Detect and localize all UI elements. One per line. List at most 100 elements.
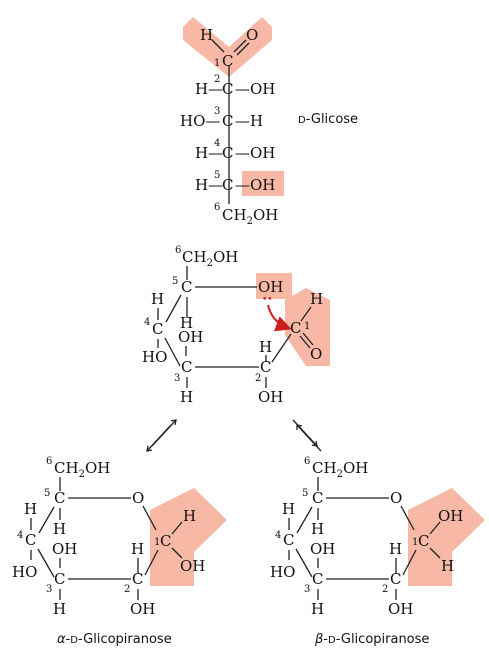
c1-hydrogen: H: [310, 290, 323, 308]
c1-up-substituent: OH: [438, 507, 463, 525]
c5-number: 5: [172, 276, 178, 287]
c2-hydroxyl: OH: [258, 388, 283, 406]
c3-hydrogen: —H: [235, 112, 263, 130]
c5-c4-bond: [296, 506, 313, 534]
c2-c1-bond: [402, 549, 417, 576]
c1-number: 1: [214, 58, 220, 69]
c6-group: CH2OH: [222, 206, 278, 227]
c2-carbon: C: [132, 570, 143, 588]
c4-carbon: C: [283, 531, 294, 549]
c2-carbon: C: [260, 358, 271, 376]
c1-o-double-bond-a: [299, 335, 311, 349]
c4-hydrogen: H: [282, 500, 295, 518]
right-eq-arrow-up-head: [296, 424, 303, 430]
c4-number: 4: [214, 138, 220, 149]
c1-carbon: C: [418, 532, 429, 550]
left-eq-arrow-down: [146, 424, 172, 452]
c1-oxygen: O: [246, 26, 258, 44]
alpha-pyranose: 6 CH2OH 5 C O H H 4 C HO OH 3 C H H 2 C …: [12, 456, 227, 647]
o-c1-bond: [142, 505, 157, 531]
open-chain-ring-form: 6 CH2OH 5 C OH •• H H 4 C HO OH 3 C H H …: [142, 245, 330, 406]
c5-carbon: C: [312, 489, 323, 507]
c2-carbon: C: [222, 80, 233, 98]
c3-hydroxyl: OH: [52, 540, 77, 558]
c1-hydrogen: H: [200, 26, 213, 44]
c1-h-bond: [211, 39, 225, 53]
aldehyde-highlight: [183, 17, 272, 77]
c5-carbon: C: [54, 489, 65, 507]
c4-hydroxyl: HO: [12, 563, 37, 581]
c1-oxygen: O: [310, 345, 322, 363]
c3-number: 3: [214, 106, 220, 117]
c5-hydroxyl: —OH: [235, 176, 275, 194]
nucleophilic-attack-arrow: [267, 304, 292, 332]
beta-anomeric-highlight: [408, 488, 485, 586]
c1-o-double-bond-a: [233, 39, 247, 53]
c4-number: 4: [275, 530, 281, 541]
c3-number: 3: [174, 373, 180, 384]
o-c1-bond: [400, 505, 415, 531]
c1-down-substituent: H: [441, 557, 454, 575]
c2-hydrogen: H: [259, 338, 272, 356]
c3-hydroxyl: OH: [310, 540, 335, 558]
ch2oh-group: CH2OH: [54, 459, 110, 480]
c1-h-bond: [300, 306, 312, 322]
fischer-projection: H O 1 C 2 H— C —OH 3 HO— C —H 4 H— C —OH…: [180, 17, 358, 227]
c6-number: 6: [46, 456, 52, 467]
left-equilibrium: [146, 419, 177, 452]
c1-number: 1: [154, 537, 160, 548]
c4-hydroxyl: —OH: [235, 144, 275, 162]
alpha-anomeric-highlight: [150, 488, 227, 586]
c3-hydroxyl: HO—: [180, 112, 220, 130]
beta-caption: β-D-Glicopiranose: [314, 632, 429, 647]
c4-hydroxyl: HO: [270, 563, 295, 581]
c1-down-substituent: OH: [180, 557, 205, 575]
c2-c1-bond: [144, 549, 159, 576]
c4-c3-bond: [37, 548, 55, 578]
c4-hydrogen: H: [24, 500, 37, 518]
c1-o-double-bond-b: [302, 332, 314, 346]
c3-carbon: C: [222, 112, 233, 130]
alpha-caption: α-D-Glicopiranose: [57, 632, 172, 647]
c1-number: 1: [412, 537, 418, 548]
c2-hydrogen: H: [131, 540, 144, 558]
c5-carbon: C: [181, 278, 192, 296]
c2-c1-bond: [271, 333, 292, 363]
c2-number: 2: [124, 584, 130, 595]
ring-oxygen: O: [132, 489, 144, 507]
c2-hydroxyl: —OH: [235, 80, 275, 98]
c2-hydrogen: H: [389, 540, 402, 558]
c3-hydroxyl: OH: [178, 328, 203, 346]
right-equilibrium: [292, 419, 322, 452]
beta-pyranose: 6 CH2OH 5 C O H H 4 C HO OH 3 C H H 2 C …: [270, 456, 485, 647]
c4-hydroxyl: HO: [142, 348, 167, 366]
c5-number: 5: [302, 488, 308, 499]
c5-c4-bond: [38, 506, 55, 534]
lone-pair: ••: [262, 295, 273, 305]
c3-number: 3: [46, 584, 52, 595]
c1-down-bond: [171, 547, 183, 559]
ch2oh-group: CH2OH: [312, 459, 368, 480]
c4-carbon: C: [222, 144, 233, 162]
c4-carbon: C: [152, 320, 163, 338]
aldehyde-group-highlight: [285, 288, 330, 366]
c4-c3-bond: [164, 337, 181, 367]
c1-carbon: C: [160, 532, 171, 550]
c1-carbon: C: [222, 52, 233, 70]
c1-number: 1: [304, 321, 310, 332]
fischer-caption: D-Glicose: [298, 112, 358, 127]
c6-number: 6: [214, 202, 220, 213]
c6-number: 6: [304, 456, 310, 467]
c3-carbon: C: [181, 358, 192, 376]
c3-number: 3: [304, 584, 310, 595]
ring-oxygen: O: [390, 489, 402, 507]
c2-number: 2: [214, 74, 220, 85]
c1-o-double-bond-b: [236, 42, 250, 56]
ch2oh-group: CH2OH: [182, 248, 238, 269]
c5-hydrogen: H: [180, 314, 193, 332]
c1-up-substituent: H: [183, 507, 196, 525]
c4-c3-bond: [295, 548, 313, 578]
c3-carbon: C: [54, 570, 65, 588]
c3-carbon: C: [312, 570, 323, 588]
